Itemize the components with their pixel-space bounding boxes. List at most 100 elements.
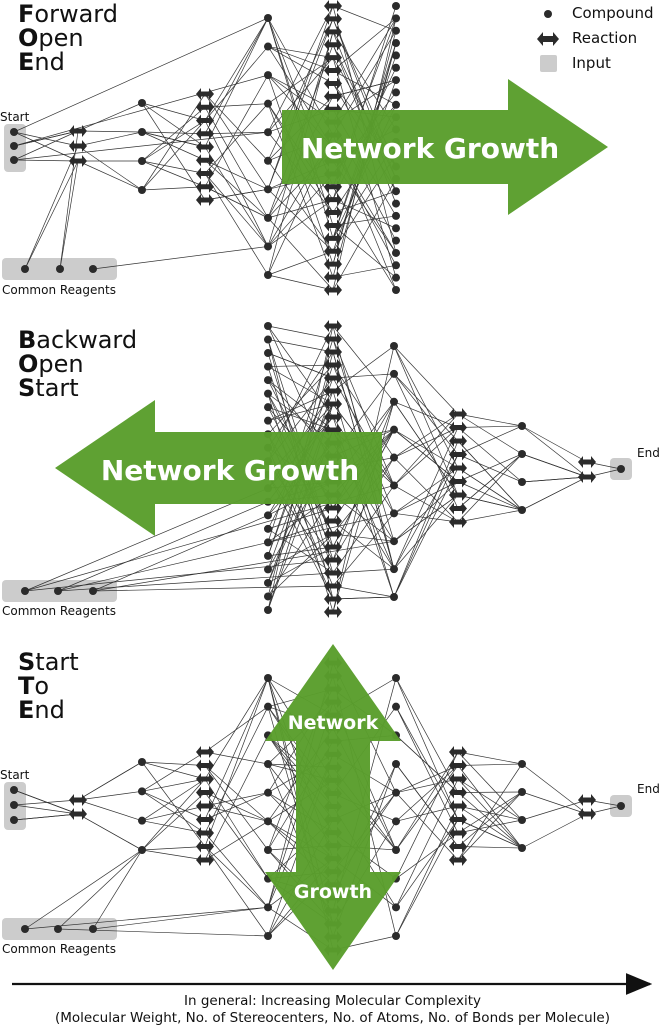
network-edge — [395, 819, 459, 937]
backward-growth-arrow — [55, 400, 382, 536]
network-edge — [204, 735, 269, 861]
network-edge — [204, 120, 269, 247]
compound-node — [54, 925, 62, 933]
network-edge — [57, 572, 334, 592]
reaction-node — [324, 271, 342, 284]
network-edge — [332, 18, 397, 123]
network-edge — [92, 515, 269, 592]
reaction-node — [196, 154, 214, 167]
network-edge — [267, 160, 334, 252]
network-edge — [395, 765, 459, 851]
reaction-node — [196, 827, 214, 839]
network-edge — [393, 345, 459, 496]
network-edge — [267, 46, 334, 84]
reaction-node — [324, 12, 342, 25]
network-edge — [393, 454, 459, 570]
reaction-node — [69, 155, 87, 167]
network-edge — [204, 93, 269, 190]
network-edge — [457, 467, 523, 511]
network-edge — [457, 413, 523, 427]
network-edge — [457, 454, 523, 483]
compound-node — [264, 702, 272, 711]
compound-node — [392, 211, 400, 220]
compound-node — [392, 26, 400, 35]
reaction-node — [196, 854, 214, 866]
network-edge — [393, 427, 459, 570]
network-edge — [395, 751, 459, 879]
network-edge — [204, 103, 269, 108]
compound-node — [138, 787, 146, 796]
reaction-node — [69, 794, 87, 806]
reaction-node — [196, 759, 214, 772]
network-edge — [457, 751, 523, 821]
network-edge — [457, 427, 523, 483]
compound-node — [264, 846, 272, 854]
compound-node — [264, 322, 272, 330]
network-edge — [204, 778, 269, 879]
network-edge — [395, 735, 459, 793]
compound-node — [89, 587, 97, 595]
compound-node — [518, 422, 526, 430]
compound-node — [518, 816, 526, 824]
network-edge — [395, 805, 459, 822]
network-edge — [204, 17, 269, 148]
reaction-node — [324, 398, 342, 410]
network-edge — [59, 130, 79, 270]
network-edge — [395, 765, 459, 822]
network-edge — [204, 173, 269, 276]
compound-node — [264, 524, 272, 533]
network-edge — [267, 325, 334, 340]
compound-node — [89, 925, 97, 933]
network-edge — [393, 429, 459, 469]
compound-node — [138, 846, 146, 854]
network-edge — [267, 217, 334, 291]
network-edge — [395, 751, 459, 851]
compound-node — [138, 99, 146, 107]
network-edge — [204, 17, 269, 121]
network-edge — [457, 494, 523, 511]
network-edge — [267, 199, 334, 247]
complexity-caption-line1: In general: Increasing Molecular Complex… — [183, 993, 482, 1009]
forward-growth-arrow — [282, 79, 608, 215]
compound-node — [392, 817, 400, 826]
network-edge — [267, 189, 334, 252]
network-edge — [267, 199, 334, 219]
compound-node — [392, 702, 400, 711]
network-edge — [13, 17, 269, 133]
network-edge — [267, 339, 334, 353]
network-edge — [457, 763, 523, 861]
compound-node — [392, 88, 400, 97]
reaction-node — [324, 232, 342, 245]
network-edge — [332, 178, 397, 291]
reaction-legend-label: Reaction — [572, 29, 638, 47]
network-edge — [204, 159, 269, 219]
reaction-node — [324, 385, 342, 397]
compound-node — [392, 846, 400, 854]
compound-node — [21, 925, 29, 933]
network-edge — [204, 74, 269, 187]
network-edge — [395, 805, 459, 937]
reaction-node — [196, 813, 214, 826]
reaction-node — [449, 448, 467, 461]
reaction-node — [324, 541, 342, 553]
compound-node — [264, 335, 272, 344]
compound-node — [264, 592, 272, 601]
network-edge — [332, 70, 397, 106]
compound-node — [264, 71, 272, 80]
network-edge — [332, 364, 395, 458]
network-edge — [457, 791, 523, 847]
reaction-node — [324, 502, 342, 514]
network-edge — [332, 520, 395, 570]
network-edge — [457, 778, 523, 849]
compound-node — [10, 786, 18, 794]
network-edge — [332, 190, 397, 213]
network-edge — [457, 509, 523, 523]
reaction-node — [324, 606, 342, 618]
reaction-node — [196, 101, 214, 114]
network-edge — [521, 791, 588, 815]
network-edge — [267, 274, 334, 291]
network-edge — [204, 706, 269, 834]
network-edge — [141, 778, 206, 792]
network-edge — [267, 74, 334, 110]
